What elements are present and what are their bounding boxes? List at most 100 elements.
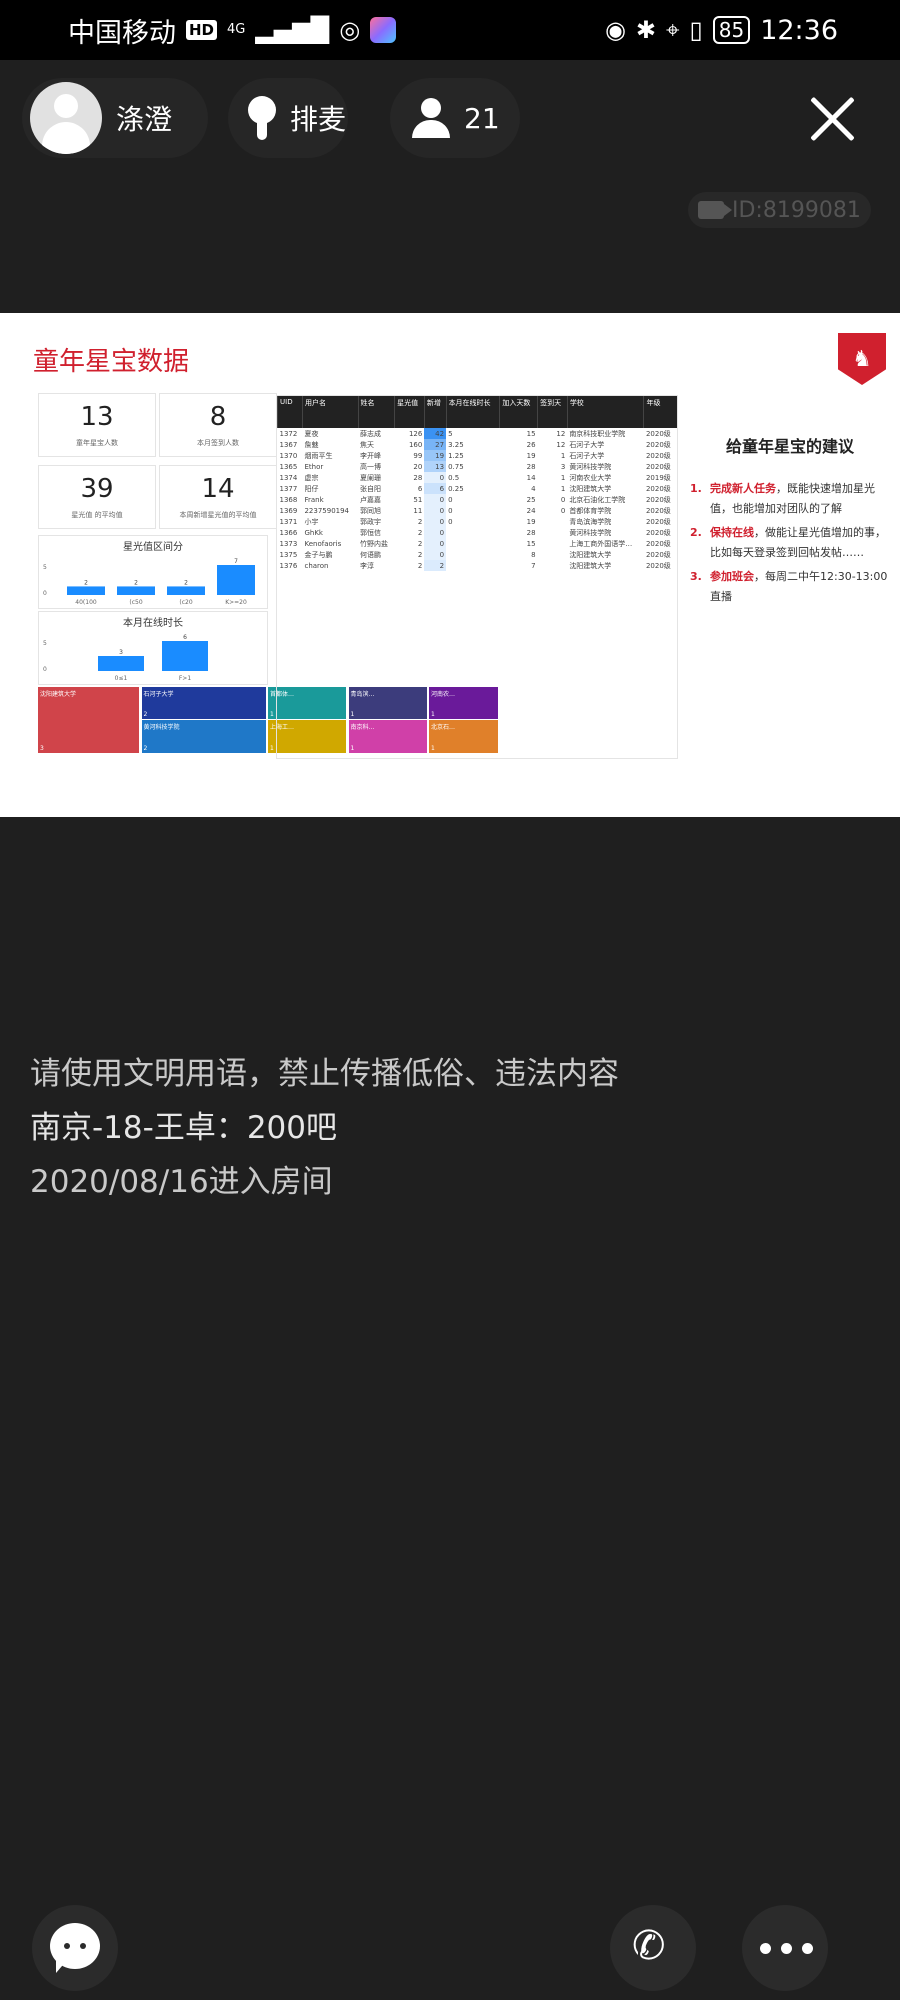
bar-value-label: 3 [119, 649, 123, 656]
table-cell [446, 527, 500, 538]
table-cell: 阳仔 [304, 484, 319, 493]
table-cell: 1 [560, 473, 566, 482]
column-header[interactable]: 姓名 [357, 396, 395, 428]
kpi-card-checkins: 8 本月签到人数 [159, 393, 277, 457]
table-cell: 李淳 [360, 561, 374, 570]
table-cell: 15 [526, 429, 536, 438]
table-cell: 0 [560, 506, 566, 515]
bar-value-label: 2 [184, 579, 188, 586]
table-cell: 3 [560, 462, 566, 471]
column-header[interactable]: 新增 [423, 396, 447, 428]
table-cell [446, 549, 500, 560]
category-label: (c50 [129, 599, 142, 606]
kpi-card-members: 13 童年星宝人数 [38, 393, 156, 457]
treemap-label: 黄河科技学院 [143, 724, 180, 731]
axis-tick-label: 5 [43, 640, 47, 647]
table-cell: 夏夜 [304, 429, 319, 438]
chart-bar [117, 586, 155, 595]
chat-message: 南京-18-王卓：200吧 [30, 1110, 337, 1146]
table-cell: 3.25 [448, 440, 464, 449]
phone-call-icon: ✆ [632, 1923, 666, 1969]
table-cell [538, 538, 568, 549]
column-header[interactable]: UID [277, 396, 303, 428]
table-cell: 2 [417, 539, 423, 548]
table-cell [446, 538, 500, 549]
table-cell: 0 [424, 516, 447, 527]
advice-text: ，做能让星光值增加的事，比如每天登录签到回帖发帖…… [710, 526, 886, 559]
table-cell: 郭恒信 [360, 528, 381, 537]
treemap-count: 3 [40, 745, 44, 752]
treemap-count: 1 [431, 745, 435, 752]
more-button[interactable] [742, 1905, 828, 1991]
column-header[interactable]: 本月在线时长 [445, 396, 500, 428]
table-cell: 1377 [279, 484, 298, 493]
column-header[interactable]: 加入天数 [499, 396, 538, 428]
table-cell: charon [304, 561, 329, 570]
table-cell: 0 [424, 538, 447, 549]
treemap-label: 青岛滨… [350, 691, 375, 698]
table-cell: 2020级 [645, 440, 671, 449]
viewer-count-button[interactable]: 21 [390, 78, 520, 158]
chat-button[interactable] [32, 1905, 118, 1991]
slide-title: 童年星宝数据 [33, 347, 190, 377]
treemap-cell: 首都体…1 [268, 687, 347, 719]
table-cell: 河南农业大学 [569, 473, 612, 482]
table-cell: 2020级 [645, 484, 671, 493]
column-header[interactable]: 星光值 [394, 396, 425, 428]
kpi-value: 39 [80, 474, 114, 504]
table-cell: 99 [413, 451, 423, 460]
table-cell: 24 [526, 506, 536, 515]
category-label: K>=20 [225, 599, 247, 606]
table-cell: 19 [424, 450, 447, 461]
column-header[interactable]: 用户名 [301, 396, 358, 428]
table-cell: 2020级 [645, 550, 671, 559]
treemap-label: 北京石… [431, 724, 456, 731]
table-cell: 11 [413, 506, 423, 515]
table-cell: 19 [526, 451, 536, 460]
table-cell: 4 [531, 484, 536, 493]
treemap-cell: 河南农…1 [429, 687, 498, 719]
vibrate-icon: ▯ [689, 16, 703, 44]
column-header[interactable]: 年级 [643, 396, 677, 428]
table-cell: 1365 [279, 462, 298, 471]
close-icon[interactable] [808, 94, 858, 144]
table-cell: 0.75 [448, 462, 464, 471]
table-cell: 19 [526, 517, 536, 526]
host-username: 涤澄 [116, 103, 173, 136]
table-cell: 小宇 [304, 517, 319, 526]
table-cell: 2020级 [645, 451, 671, 460]
axis-tick-label: 0 [43, 590, 47, 597]
table-cell: 0.25 [448, 484, 464, 493]
call-button[interactable]: ✆ [610, 1905, 696, 1991]
table-cell: 1375 [279, 550, 298, 559]
table-cell: 郭同旭 [360, 506, 381, 515]
treemap-count: 1 [431, 710, 435, 718]
bar-value-label: 6 [183, 634, 187, 641]
column-header[interactable]: 签到天 [537, 396, 568, 428]
axis-tick-label: 0 [43, 666, 47, 673]
chat-bubble-icon [50, 1923, 100, 1973]
kpi-value: 8 [209, 402, 227, 432]
table-cell: 南京科技职业学院 [569, 429, 626, 438]
advice-highlight: 完成新人任务 [710, 482, 776, 495]
table-cell: 1371 [279, 517, 298, 526]
table-cell: 2 [417, 517, 423, 526]
host-profile-button[interactable]: 涤澄 [22, 78, 208, 158]
advice-panel: 给童年星宝的建议 1. 完成新人任务，既能快速增加星光值，也能增加对团队的了解 … [690, 433, 890, 611]
table-cell: 詹魅 [304, 440, 319, 449]
table-cell: 1369 [279, 506, 298, 515]
column-header[interactable]: 学校 [566, 396, 644, 428]
table-cell: 14 [526, 473, 536, 482]
mic-queue-button[interactable]: 排麦 [228, 78, 348, 158]
